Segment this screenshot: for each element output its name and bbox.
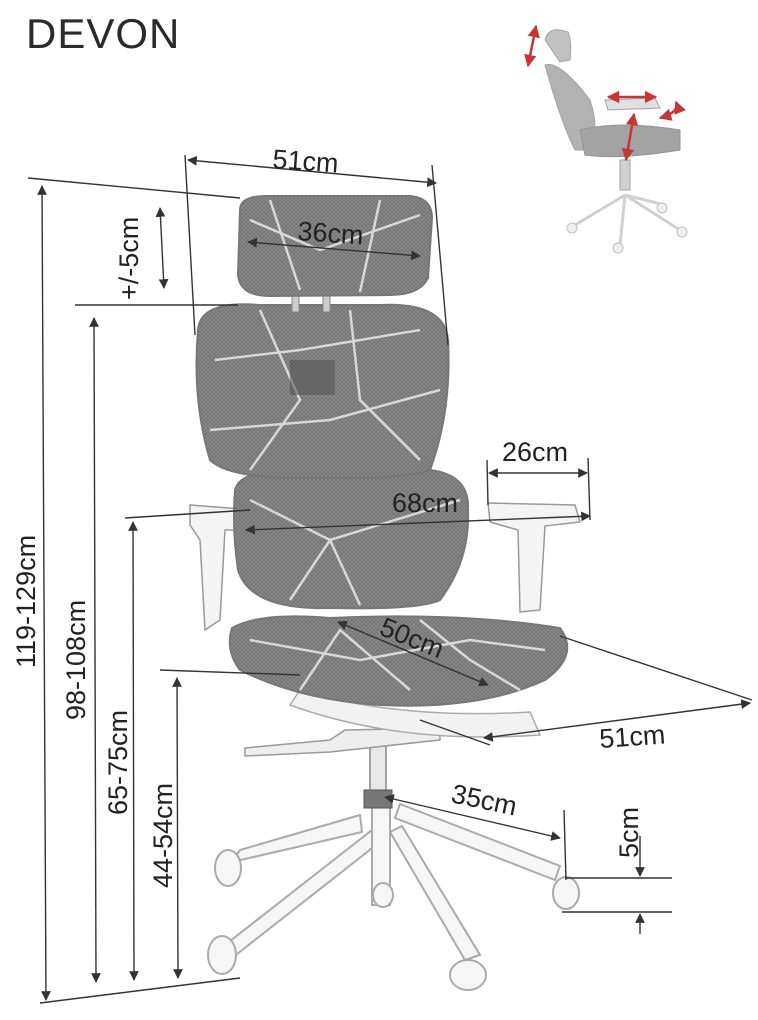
seat-depth-line: [337, 620, 489, 687]
top-width-line: [187, 155, 437, 188]
armrest-height-arrow: [621, 112, 639, 162]
label-armrest-height: 65-75cm: [103, 710, 133, 815]
adjustments-thumbnail: [524, 24, 688, 254]
backrest-height-line: [89, 317, 101, 983]
label-backrest-height: 98-108cm: [61, 600, 91, 720]
armrest-height-line: [128, 521, 139, 981]
headrest-adjust-line: [155, 207, 169, 289]
label-seat-width: 51cm: [598, 719, 666, 754]
gas-lift-collar: [363, 789, 393, 809]
label-wheel-height: 5cm: [614, 807, 644, 858]
armrest-rotate-arrow: [658, 100, 686, 121]
lumbar-support: [290, 360, 335, 395]
label-armrest-length: 26cm: [502, 437, 568, 467]
total-height-line: [37, 185, 51, 1001]
dimension-lines: [27, 154, 753, 1004]
label-headrest-width: 36cm: [297, 216, 365, 251]
seat-width-line: [483, 699, 751, 742]
label-armrest-span: 68cm: [392, 488, 458, 518]
headrest-width-line: [247, 237, 421, 261]
seat-height-line: [172, 677, 183, 979]
base-radius-line: [384, 794, 561, 841]
label-top-width: 51cm: [272, 144, 340, 179]
armrest-span-line: [245, 511, 591, 535]
label-headrest-adjust: +/-5cm: [114, 217, 144, 300]
label-total-height: 119-129cm: [11, 535, 41, 668]
chair-base: [207, 799, 580, 991]
dimension-labels: 51cm 36cm +/-5cm 119-129cm 98-108cm 65-7…: [11, 144, 666, 888]
label-seat-height: 44-54cm: [148, 783, 178, 888]
chair-illustration: [189, 194, 581, 991]
product-title: DEVON: [26, 10, 181, 57]
headrest-adjust-arrow: [524, 24, 540, 68]
